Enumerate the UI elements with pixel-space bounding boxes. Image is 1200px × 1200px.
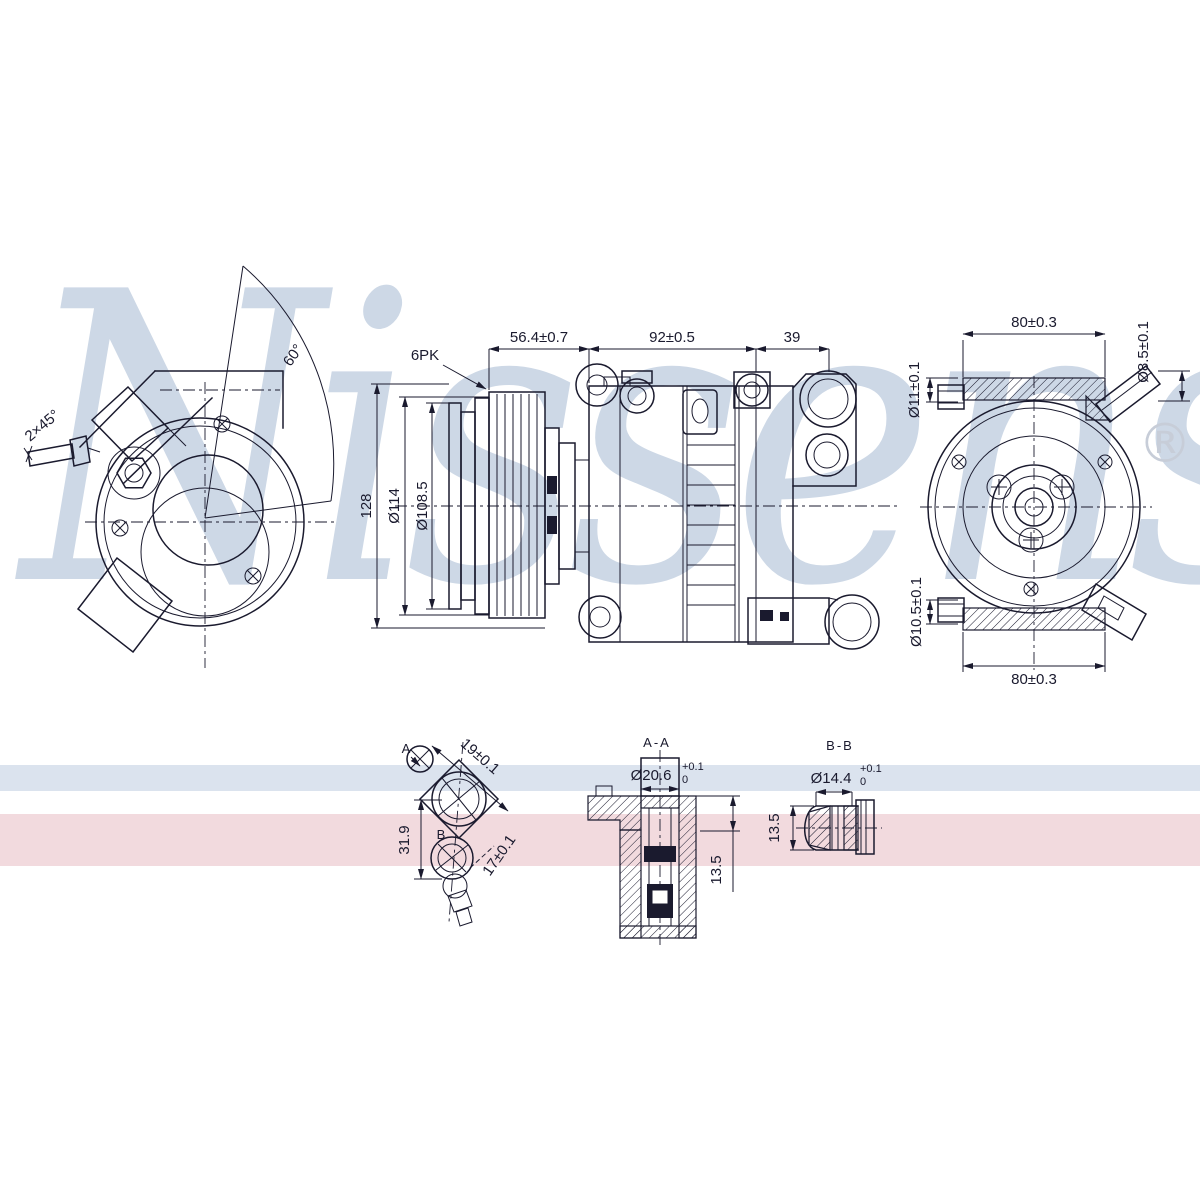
rear-ear	[733, 371, 771, 409]
section-aa-depth: 13.5	[708, 855, 725, 884]
detail-port-faces: A 19±0.1 31.9 B 17±0.1	[396, 735, 519, 927]
suction-fitting	[619, 370, 655, 414]
rear-ports	[791, 370, 857, 487]
dim-bush-bottom-dia: Ø10.5±0.1	[908, 577, 925, 647]
view-left-side: 60° 2×45°	[22, 265, 335, 668]
section-bb-dia: Ø14.4	[811, 770, 852, 787]
dim-port-dia: 17±0.1	[479, 832, 519, 879]
pulley	[448, 391, 546, 619]
mount-bar-bottom	[937, 597, 1106, 631]
section-marker-a: A	[402, 741, 411, 756]
view-rear: 80±0.3 80±0.3 Ø11±0.1 Ø10.5±0.1 Ø8.5±0.1	[906, 314, 1190, 688]
mounting-lug-top	[575, 363, 619, 407]
section-b-b: B-B Ø14.4 +0.1 0 13.5	[766, 738, 882, 855]
mounting-lug-bottom	[578, 595, 622, 639]
mount-stud	[23, 435, 101, 467]
nissens-watermark: Nissens	[22, 209, 1200, 674]
top-bracket	[682, 389, 718, 435]
section-aa-tol-zero: 0	[682, 774, 688, 786]
chamfer-label: 2×45°	[22, 406, 63, 445]
belt-type-label: 6PK	[411, 347, 439, 364]
dim-pulley-dia: Ø114	[386, 488, 403, 524]
section-bb-tol-plus: +0.1	[860, 763, 882, 775]
flange-bolt	[406, 745, 434, 773]
case-screws	[951, 454, 1113, 597]
dim-rear-width: 39	[784, 329, 801, 346]
hub-bolts	[986, 474, 1075, 553]
dim-pipe-dia: Ø8.5±0.1	[1135, 321, 1152, 383]
section-aa-tol-plus: +0.1	[682, 761, 704, 773]
brand-stripe-blue	[0, 765, 1200, 791]
mount-bar-top	[937, 377, 1106, 410]
section-bb-tol-zero: 0	[860, 776, 866, 788]
dim-port-offset: 31.9	[396, 825, 413, 854]
section-bb-depth: 13.5	[766, 813, 783, 842]
bottom-connector	[747, 594, 880, 650]
angle-60-label: 60°	[280, 341, 307, 369]
screw-marks	[111, 415, 262, 585]
lower-bracket	[76, 556, 174, 654]
section-bb-title: B-B	[826, 738, 854, 753]
section-aa-title: A-A	[643, 735, 671, 750]
brand-stripe-pink	[0, 814, 1200, 866]
dim-mount-span-bottom: 80±0.3	[1011, 671, 1057, 688]
lower-port	[430, 836, 474, 927]
rear-connector	[1081, 582, 1147, 642]
dim-bush-top-dia: Ø11±0.1	[906, 362, 923, 418]
section-aa-dia: Ø20.6	[631, 767, 672, 784]
dim-body-width: 92±0.5	[649, 329, 695, 346]
section-a-a: A-A Ø20.6 +0.1 0 13.5	[587, 735, 740, 945]
hex-bolt	[107, 446, 161, 500]
compressor-body	[588, 374, 794, 643]
diagonal-pipe	[1085, 364, 1162, 424]
view-front-profile: 56.4±0.7 92±0.5 39 6PK 128 Ø114 Ø108.5	[358, 329, 898, 650]
dim-overall-height: 128	[358, 493, 375, 518]
dim-port-spacing: 19±0.1	[457, 735, 503, 778]
dim-mount-span-top: 80±0.3	[1011, 314, 1057, 331]
section-marker-b: B	[437, 827, 446, 842]
dim-pulley-width: 56.4±0.7	[510, 329, 568, 346]
registered-trademark-icon: ®	[1138, 412, 1192, 475]
